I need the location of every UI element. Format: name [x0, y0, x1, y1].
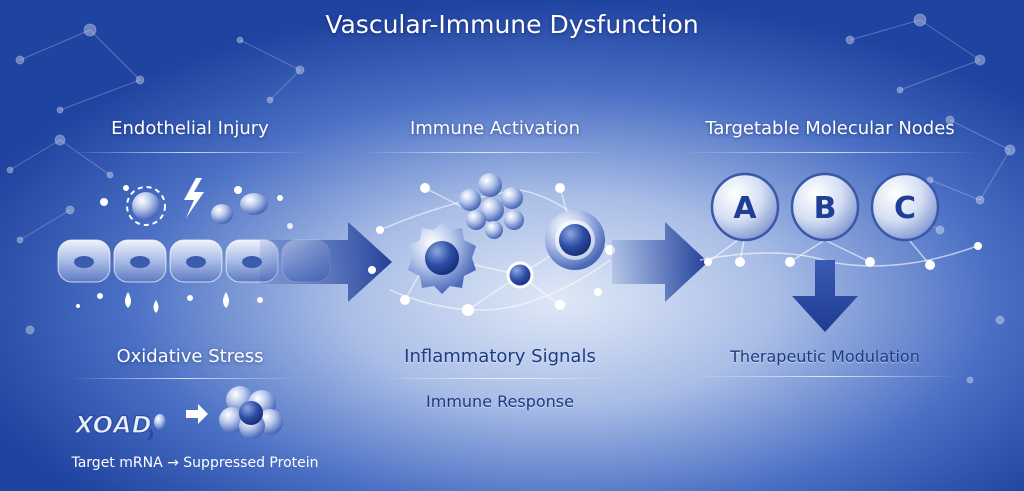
mrna-strand-icon: XOAD: [73, 411, 152, 439]
conversion-arrow-icon: [186, 404, 208, 424]
flow-arrow-2: [612, 222, 708, 302]
mrna-to-protein-illustration: XOAD: [72, 386, 283, 442]
caption-mrna-protein: Target mRNA → Suppressed Protein: [71, 455, 319, 471]
separator-left-top: [70, 152, 310, 153]
separator-right-bottom: [690, 376, 960, 377]
heading-oxidative-stress: Oxidative Stress: [116, 346, 264, 367]
target-node-b: B: [790, 172, 860, 242]
separator-right-top: [680, 152, 980, 153]
label-therapeutic-modulation: Therapeutic Modulation: [730, 347, 920, 366]
separator-left-bottom: [70, 378, 300, 379]
node-label-c: C: [894, 191, 916, 226]
node-label-a: A: [733, 191, 757, 226]
separator-middle-bottom: [380, 378, 620, 379]
down-arrow: [792, 260, 858, 332]
activated-immune-cell-icon: [408, 222, 476, 294]
label-inflammatory-signals: Inflammatory Signals: [404, 346, 596, 367]
immune-cell-icon: [545, 210, 605, 270]
damaged-cell-icon: [132, 192, 160, 220]
immune-network-illustration: [368, 173, 615, 316]
separator-middle-top: [360, 152, 610, 153]
protein-complex-icon: [219, 386, 283, 439]
target-node-a: A: [710, 172, 780, 242]
immune-cell-cluster: [459, 173, 524, 239]
lightning-icon: [184, 178, 204, 218]
heading-endothelial-injury: Endothelial Injury: [111, 118, 269, 139]
molecular-nodes-illustration: [699, 234, 982, 332]
heading-targetable-nodes: Targetable Molecular Nodes: [705, 118, 955, 139]
heading-immune-activation: Immune Activation: [409, 118, 581, 139]
diagram-title: Vascular-Immune Dysfunction: [325, 10, 699, 39]
node-label-b: B: [814, 191, 837, 226]
target-node-c: C: [870, 172, 940, 242]
flow-arrow-1: [260, 222, 392, 302]
label-immune-response: Immune Response: [426, 392, 574, 411]
